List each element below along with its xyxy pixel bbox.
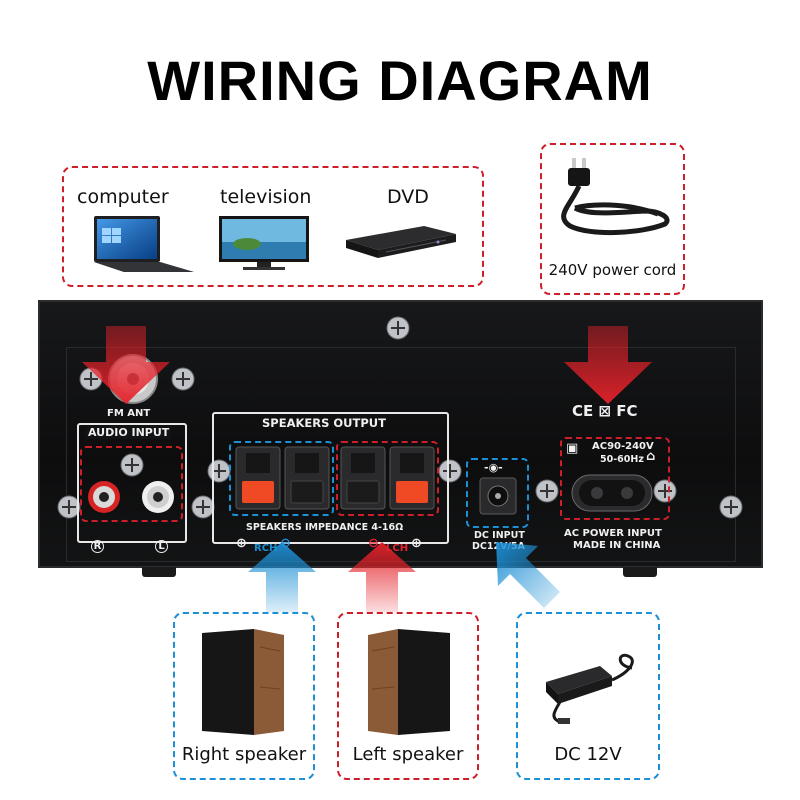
- blue-up-arrow-icon: [248, 542, 316, 612]
- audio-input-frame: [77, 423, 187, 543]
- audio-input-highlight: [80, 446, 183, 522]
- audio-r-label: R: [91, 540, 104, 553]
- dc-polarity-icon: -◉-: [484, 461, 503, 474]
- ac-frequency-label: 50-60Hz: [600, 454, 644, 465]
- power-adapter-icon: [546, 653, 634, 724]
- dc-input-jack[interactable]: [479, 477, 517, 515]
- fm-ant-label: FM ANT: [107, 408, 151, 419]
- television-label: television: [220, 186, 312, 208]
- panel-foot: [623, 567, 657, 577]
- speaker-terminal-lch-positive[interactable]: [389, 446, 435, 510]
- square-symbol-icon: ▣: [566, 441, 579, 456]
- laptop-icon: [94, 216, 194, 272]
- polarity-plus-icon: ⊕: [411, 536, 422, 551]
- dc-input-label: DC INPUT: [474, 530, 525, 541]
- ac-power-input-label: AC POWER INPUT: [564, 528, 662, 539]
- speakers-output-label: SPEAKERS OUTPUT: [262, 416, 386, 430]
- speaker-terminal-rch-positive[interactable]: [235, 446, 281, 510]
- screw-icon: [120, 453, 144, 477]
- computer-label: computer: [77, 186, 169, 208]
- power-cord-icon: [561, 158, 670, 235]
- speaker-terminal-rch-negative[interactable]: [284, 446, 330, 510]
- power-cord-label: 240V power cord: [548, 261, 677, 279]
- red-down-arrow-icon: [82, 326, 170, 404]
- rca-right-jack[interactable]: [86, 479, 122, 515]
- red-down-arrow-icon: [564, 326, 652, 404]
- right-speaker-label: Right speaker: [181, 744, 307, 765]
- rch-label: RCH: [254, 543, 278, 554]
- ac-voltage-label: AC90-240V: [592, 441, 654, 452]
- home-use-icon: ⌂: [646, 449, 656, 464]
- screw-icon: [171, 367, 195, 391]
- polarity-minus-icon: ⊖: [368, 536, 379, 551]
- screw-icon: [191, 495, 215, 519]
- rch-terminal-highlight: [229, 441, 334, 516]
- ac-power-socket[interactable]: [571, 474, 653, 512]
- right-speaker-icon: [202, 629, 284, 735]
- screw-icon: [57, 495, 81, 519]
- television-icon: [219, 216, 309, 270]
- dvd-player-icon: [346, 226, 456, 258]
- source-devices-box: [62, 166, 484, 287]
- audio-input-label: AUDIO INPUT: [86, 426, 172, 439]
- left-speaker-icon: [368, 629, 450, 735]
- screw-icon: [653, 479, 677, 503]
- lch-terminal-highlight: [336, 441, 439, 516]
- dc-input-highlight: [466, 458, 529, 528]
- polarity-plus-icon: ⊕: [236, 536, 247, 551]
- screw-icon: [438, 459, 462, 483]
- page-title: WIRING DIAGRAM: [147, 49, 653, 112]
- left-speaker-box: [337, 612, 479, 780]
- ac-input-highlight: [560, 437, 670, 520]
- screw-icon: [535, 479, 559, 503]
- speakers-impedance-label: SPEAKERS IMPEDANCE 4-16Ω: [246, 522, 404, 533]
- dc12v-adapter-box: [516, 612, 660, 780]
- screw-icon: [386, 316, 410, 340]
- panel-foot: [142, 567, 176, 577]
- certification-marks: CE ⊠ FC: [572, 402, 638, 420]
- power-cord-box: [540, 143, 685, 295]
- polarity-minus-icon: ⊖: [280, 536, 291, 551]
- dc12v-label: DC 12V: [554, 744, 622, 765]
- speaker-terminal-lch-negative[interactable]: [340, 446, 386, 510]
- made-in-label: MADE IN CHINA: [573, 540, 661, 551]
- right-speaker-box: [173, 612, 315, 780]
- rca-left-jack[interactable]: [140, 479, 176, 515]
- screw-icon: [719, 495, 743, 519]
- dvd-label: DVD: [387, 186, 429, 208]
- left-speaker-label: Left speaker: [352, 744, 464, 765]
- audio-l-label: L: [155, 540, 168, 553]
- blue-diagonal-arrow-icon: [496, 542, 560, 608]
- lch-label: LCH: [386, 543, 409, 554]
- speakers-output-frame: [212, 412, 449, 544]
- red-up-arrow-icon: [348, 542, 416, 612]
